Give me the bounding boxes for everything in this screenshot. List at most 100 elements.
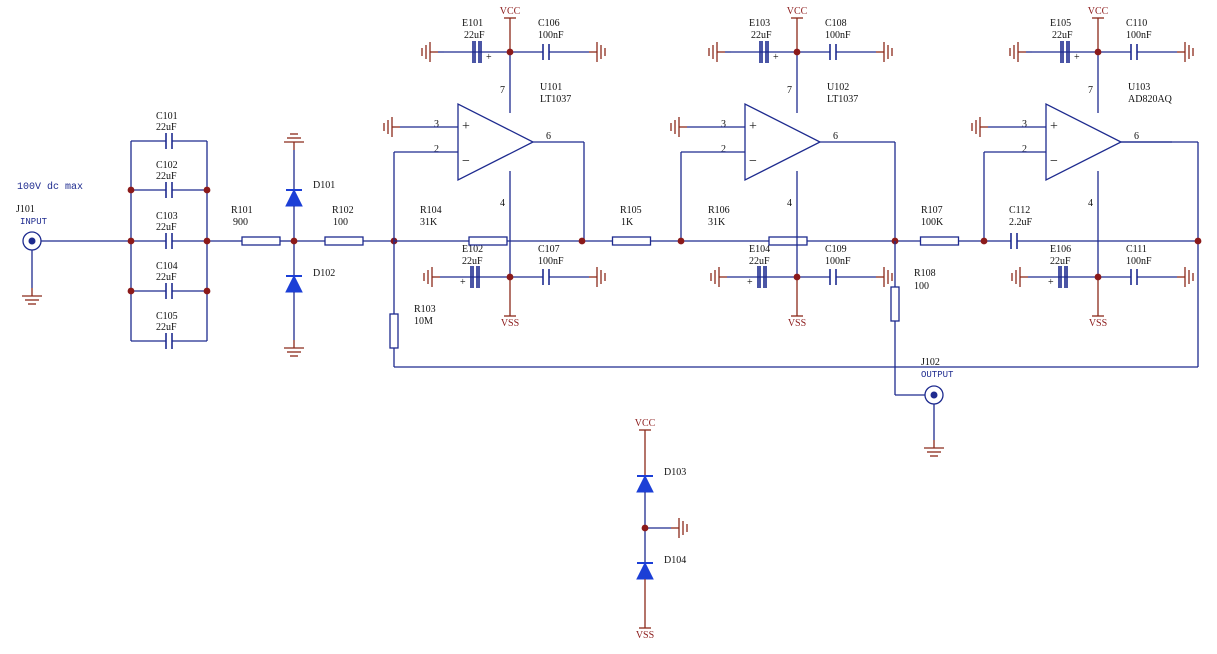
vss-symbol: VSS (788, 277, 806, 329)
j102-ref: J102 (921, 357, 940, 368)
e-bot-value: 22uF (749, 256, 770, 267)
opamp-ref: U103 (1128, 82, 1150, 93)
vcc-label: VCC (787, 6, 808, 17)
ground-icon (1177, 42, 1194, 62)
junction-dot (127, 287, 135, 295)
opamp-stage-3: +−74326U103AD820AQVCC+E10522uFC110100nFV… (895, 6, 1199, 367)
ground-icon (876, 267, 893, 287)
pin4-label: 4 (500, 198, 505, 209)
junction-dot (203, 186, 211, 194)
e-top-value: 22uF (1052, 30, 1073, 41)
diode-icon (285, 274, 303, 293)
c112-value: 2.2uF (1009, 217, 1033, 228)
pin2-label: 2 (721, 144, 726, 155)
r105-ref: R105 (620, 205, 642, 216)
junction-dot (677, 237, 685, 245)
r102-ref: R102 (332, 205, 354, 216)
diode-icon (636, 561, 654, 580)
pin3-label: 3 (1022, 119, 1027, 130)
vcc-label: VCC (1088, 6, 1109, 17)
d103-label: D103 (664, 467, 686, 478)
r106-value: 31K (708, 217, 726, 228)
junction-dot (203, 287, 211, 295)
junction-dot (1194, 237, 1202, 245)
r104-ref: R104 (420, 205, 442, 216)
c-bot-value: 100nF (825, 256, 851, 267)
c-bot-ref: C107 (538, 244, 560, 255)
opamp-ref: U102 (827, 82, 849, 93)
cap-value: 22uF (156, 222, 177, 233)
junction-dot (793, 273, 801, 281)
diode-icon (636, 474, 654, 493)
ground-icon (971, 117, 988, 137)
e-bot-ref: E102 (462, 244, 483, 255)
noninv-symbol: + (1050, 119, 1058, 134)
vss-label: VSS (788, 318, 806, 329)
pin7-label: 7 (787, 85, 792, 96)
inv-symbol: − (462, 154, 470, 169)
c-bot-value: 100nF (538, 256, 564, 267)
vcc-label: VCC (635, 418, 656, 429)
noninv-symbol: + (749, 119, 757, 134)
pin4-label: 4 (1088, 198, 1093, 209)
d102-label: D102 (313, 268, 335, 279)
polarity-plus: + (1074, 52, 1080, 63)
ground-icon (671, 518, 688, 538)
cap-ref: C105 (156, 311, 178, 322)
coax-connector-icon (924, 385, 944, 405)
voltage-note: 100V dc max (17, 181, 83, 193)
opamp-body (1045, 102, 1123, 182)
ground-icon (1011, 267, 1028, 287)
ground-icon (1009, 42, 1026, 62)
ground-icon (22, 288, 42, 305)
e-bot-ref: E104 (749, 244, 770, 255)
r102-value: 100 (333, 217, 348, 228)
polarity-plus: + (486, 52, 492, 63)
pin4-label: 4 (787, 198, 792, 209)
c-top-value: 100nF (538, 30, 564, 41)
opamp-part: AD820AQ (1128, 94, 1173, 105)
cap-value: 22uF (156, 272, 177, 283)
junction-dot (127, 186, 135, 194)
e-top-ref: E105 (1050, 18, 1071, 29)
e-bot-value: 22uF (462, 256, 483, 267)
junction-dot (203, 237, 211, 245)
junction-dot (506, 48, 514, 56)
junction-dot (506, 273, 514, 281)
inv-symbol: − (749, 154, 757, 169)
r107-ref: R107 (921, 205, 943, 216)
coax-connector-icon (22, 231, 42, 251)
j101-ref: J101 (16, 204, 35, 215)
ground-icon (710, 267, 727, 287)
ground-icon (421, 42, 438, 62)
opamp-body (457, 102, 535, 182)
opamp-body (744, 102, 822, 182)
vcc-symbol: VCC (787, 6, 808, 52)
c-top-value: 100nF (825, 30, 851, 41)
r105-value: 1K (621, 217, 634, 228)
pin2-label: 2 (434, 144, 439, 155)
pin3-label: 3 (434, 119, 439, 130)
polarity-plus: + (773, 52, 779, 63)
pin6-label: 6 (833, 131, 838, 142)
cap-value: 22uF (156, 122, 177, 133)
c-top-ref: C108 (825, 18, 847, 29)
vcc-symbol: VCC (635, 418, 656, 476)
pin7-label: 7 (500, 85, 505, 96)
vss-symbol: VSS (1089, 277, 1107, 329)
pin2-label: 2 (1022, 144, 1027, 155)
r108-ref: R108 (914, 268, 936, 279)
c-top-ref: C106 (538, 18, 560, 29)
ground-icon (423, 267, 440, 287)
r106-ref: R106 (708, 205, 730, 216)
diode-icon (285, 188, 303, 207)
r104-value: 31K (420, 217, 438, 228)
r107-value: 100K (921, 217, 944, 228)
polarity-plus: + (747, 277, 753, 288)
ground-icon (876, 42, 893, 62)
vss-label: VSS (1089, 318, 1107, 329)
